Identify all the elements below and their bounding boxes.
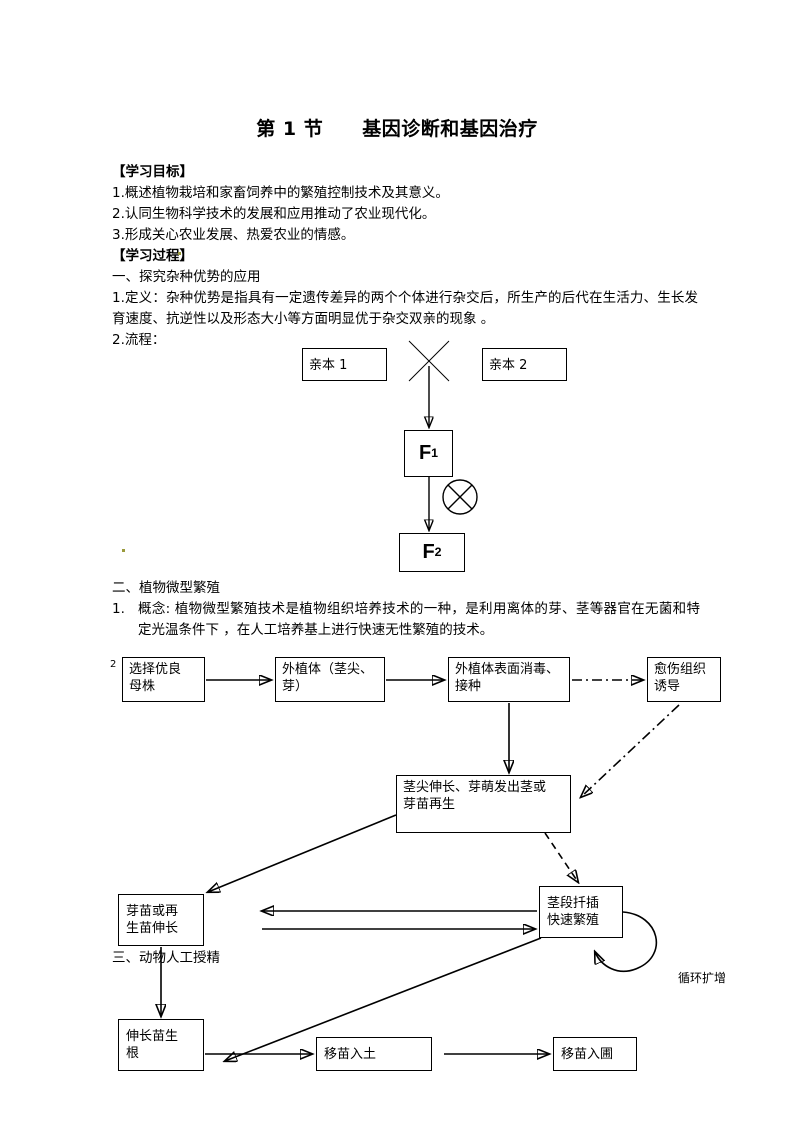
flow1-node-parent-1[interactable]: 亲本 1 [302, 348, 387, 381]
flow2-node-select-mother-plant[interactable]: 选择优良 母株 [122, 657, 205, 702]
flow2-node-explant[interactable]: 外植体（茎尖、 芽） [275, 657, 385, 702]
objective-item-2: 2.认同生物科学技术的发展和应用推动了农业现代化。 [112, 206, 436, 222]
page-title: 第 1 节 基因诊断和基因治疗 [256, 118, 538, 140]
flow2-edge-n5-n6 [208, 814, 397, 892]
stray-mark-2 [122, 549, 125, 552]
f1-subscript: 1 [431, 446, 439, 460]
flow2-edge-n4-n5 [581, 704, 680, 797]
flow2-node-stem-cutting-propagation[interactable]: 茎段扦插 快速繁殖 [539, 886, 623, 938]
process-heading: 【学习过程】 [112, 248, 193, 264]
flow2-node-transplant-to-soil[interactable]: 移苗入土 [316, 1037, 432, 1071]
part2-concept: 1. 概念: 植物微型繁殖技术是植物组织培养技术的一种，是利用离体的芽、茎等器官… [112, 599, 700, 641]
objective-item-3: 3.形成关心农业发展、热爱农业的情感。 [112, 227, 355, 243]
part2-heading: 二、植物微型繁殖 [112, 580, 220, 596]
flow1-node-parent-2[interactable]: 亲本 2 [482, 348, 567, 381]
flow2-loop-label: 循环扩增 [678, 971, 727, 985]
flow2-node-surface-sterilize-inoculate[interactable]: 外植体表面消毒、 接种 [448, 657, 570, 702]
part1-definition: 1.定义：杂种优势是指具有一定遗传差异的两个个体进行杂交后，所生产的后代在生活力… [112, 290, 698, 327]
objective-item-1: 1.概述植物栽培和家畜饲养中的繁殖控制技术及其意义。 [112, 185, 449, 201]
flow1-selfing-circle-symbol [442, 479, 478, 515]
flow1-cross-symbol [408, 340, 450, 382]
flow2-node-callus-induction[interactable]: 愈伤组织 诱导 [647, 657, 721, 702]
part2-concept-text: 概念: 植物微型繁殖技术是植物组织培养技术的一种，是利用离体的芽、茎等器官在无菌… [138, 601, 700, 638]
flow2-node-transplant-to-nursery[interactable]: 移苗入圃 [553, 1037, 637, 1071]
part3-heading: 三、动物人工授精 [112, 950, 220, 966]
f1-base: F [418, 442, 432, 464]
objectives-heading: 【学习目标】 [112, 164, 193, 180]
flow2-sequence-number: 2 [110, 659, 117, 670]
flow2-node-shoot-elongation-regeneration[interactable]: 茎尖伸长、芽萌发出茎或 芽苗再生 [396, 775, 571, 833]
flow2-edge-n5-n7 [544, 832, 578, 882]
f2-base: F [422, 541, 435, 563]
part1-flow-label: 2.流程： [112, 332, 166, 348]
flow2-node-shoot-elongation[interactable]: 芽苗或再 生苗伸长 [118, 894, 204, 946]
f2-subscript: 2 [434, 545, 442, 559]
part2-concept-number: 1. [112, 601, 125, 617]
stray-mark-1 [178, 252, 181, 255]
flow2-node-rooting[interactable]: 伸长苗生 根 [118, 1019, 204, 1071]
part1-heading: 一、探究杂种优势的应用 [112, 269, 261, 285]
